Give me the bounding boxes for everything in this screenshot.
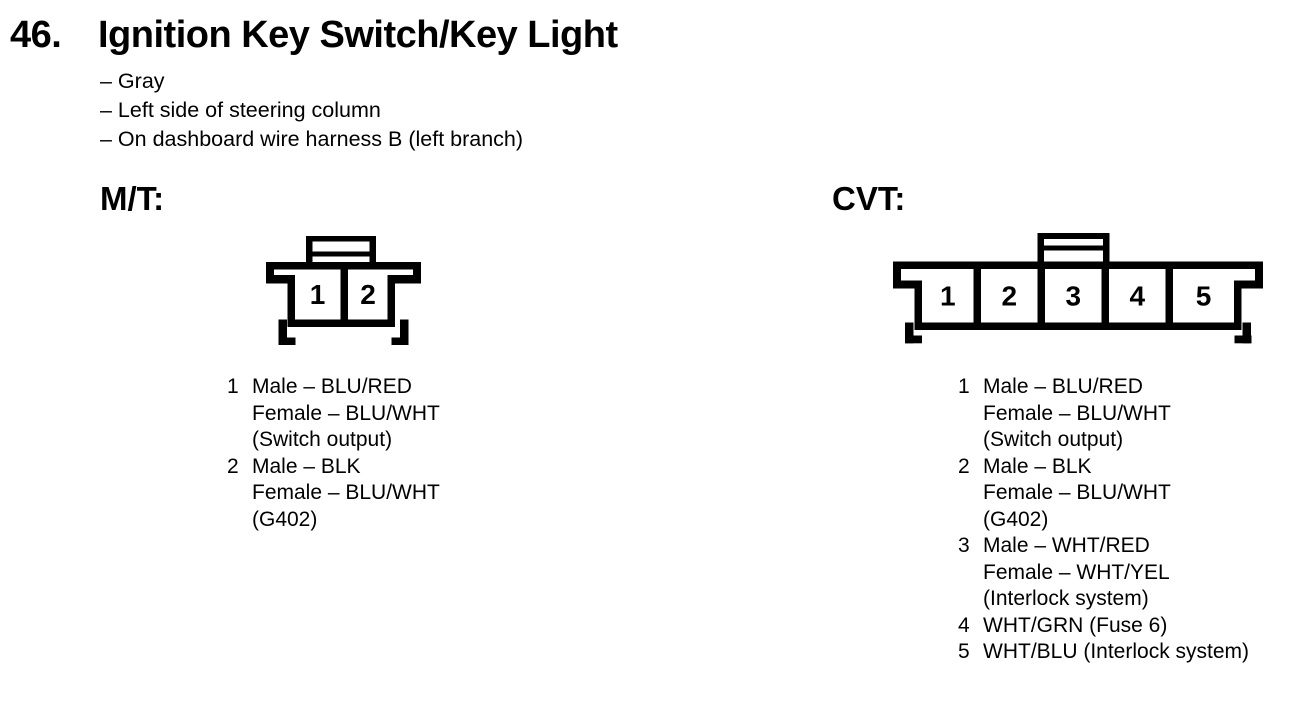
pin-description: Male – BLU/RED Female – BLU/WHT (Switch … bbox=[252, 374, 440, 454]
section-number: 46. bbox=[10, 14, 62, 56]
cvt-section-label: CVT: bbox=[832, 180, 906, 217]
pin-wire-female: Female – WHT/YEL bbox=[983, 560, 1170, 584]
pin-wire-male: Male – BLU/RED bbox=[983, 375, 1143, 398]
pin-function: (Interlock system) bbox=[983, 587, 1149, 610]
pin-wire-male: Male – BLU/RED bbox=[252, 375, 412, 398]
pin-number: 1 bbox=[958, 375, 970, 398]
pin-wire-female: Female – BLU/WHT bbox=[252, 481, 440, 504]
cvt-pin-cell-5: 5 bbox=[1196, 280, 1212, 311]
pin-number: 5 bbox=[958, 640, 970, 663]
pin-wire-female: Female – BLU/WHT bbox=[252, 401, 440, 425]
pin-wire-female: Female – BLU/WHT bbox=[983, 401, 1171, 425]
pin-description: Male – WHT/RED Female – WHT/YEL (Interlo… bbox=[983, 533, 1170, 613]
cvt-connector-diagram: 1 2 3 4 5 bbox=[893, 233, 1263, 344]
cvt-pin-cell-3: 3 bbox=[1065, 280, 1081, 311]
pin-description: Male – BLU/RED Female – BLU/WHT (Switch … bbox=[983, 374, 1171, 454]
cvt-pin-list: 1 Male – BLU/RED Female – BLU/WHT (Switc… bbox=[958, 374, 1249, 666]
pin-item: 3 Male – WHT/RED Female – WHT/YEL (Inter… bbox=[958, 533, 1249, 613]
connector-latch bbox=[1037, 233, 1110, 267]
pin-number: 2 bbox=[958, 454, 970, 478]
note-location: – Left side of steering column bbox=[100, 98, 381, 122]
pin-number: 2 bbox=[227, 454, 239, 478]
pin-item: 1 Male – BLU/RED Female – BLU/WHT (Switc… bbox=[958, 374, 1249, 454]
note-harness: – On dashboard wire harness B (left bran… bbox=[100, 127, 524, 151]
pin-function: (G402) bbox=[983, 507, 1049, 531]
pin-wire: WHT/GRN (Fuse 6) bbox=[983, 613, 1168, 637]
note-color: – Gray bbox=[100, 69, 165, 93]
connector-housing bbox=[893, 261, 1263, 344]
pin-function: (G402) bbox=[252, 507, 318, 531]
pin-description: Male – BLK Female – BLU/WHT (G402) bbox=[983, 454, 1171, 534]
pin-item: 1 Male – BLU/RED Female – BLU/WHT (Switc… bbox=[227, 374, 440, 454]
pin-wire-male: Male – WHT/RED bbox=[983, 534, 1150, 557]
cvt-pin-cell-4: 4 bbox=[1129, 280, 1145, 311]
connector-notes: – Gray – Left side of steering column – … bbox=[100, 67, 523, 154]
cvt-pin-cell-1: 1 bbox=[940, 280, 956, 311]
pin-wire-male: Male – BLK bbox=[983, 454, 1092, 478]
pin-description: WHT/BLU (Interlock system) bbox=[983, 639, 1249, 666]
mt-connector-diagram: 1 2 bbox=[266, 236, 421, 345]
pin-item: 2 Male – BLK Female – BLU/WHT (G402) bbox=[227, 454, 440, 534]
pin-function: (Switch output) bbox=[252, 428, 393, 451]
pin-item: 2 Male – BLK Female – BLU/WHT (G402) bbox=[958, 454, 1249, 534]
pin-function: (Switch output) bbox=[983, 428, 1124, 451]
pin-wire-male: Male – BLK bbox=[252, 454, 361, 478]
cvt-pin-cell-2: 2 bbox=[1001, 280, 1017, 311]
mt-pin-cell-1: 1 bbox=[310, 279, 326, 310]
pin-description: WHT/GRN (Fuse 6) bbox=[983, 613, 1167, 640]
page-title: Ignition Key Switch/Key Light bbox=[98, 14, 618, 56]
pin-number: 3 bbox=[958, 534, 970, 557]
pin-number: 4 bbox=[958, 613, 970, 637]
pin-wire-female: Female – BLU/WHT bbox=[983, 481, 1171, 504]
pin-wire: WHT/BLU (Interlock system) bbox=[983, 640, 1250, 663]
pin-item: 4 WHT/GRN (Fuse 6) bbox=[958, 613, 1249, 640]
mt-section-label: M/T: bbox=[100, 180, 165, 217]
mt-pin-cell-2: 2 bbox=[360, 279, 376, 310]
mt-pin-list: 1 Male – BLU/RED Female – BLU/WHT (Switc… bbox=[227, 374, 440, 533]
pin-item: 5 WHT/BLU (Interlock system) bbox=[958, 639, 1249, 666]
pin-description: Male – BLK Female – BLU/WHT (G402) bbox=[252, 454, 440, 534]
pin-number: 1 bbox=[227, 375, 239, 398]
connector-housing bbox=[266, 262, 421, 345]
